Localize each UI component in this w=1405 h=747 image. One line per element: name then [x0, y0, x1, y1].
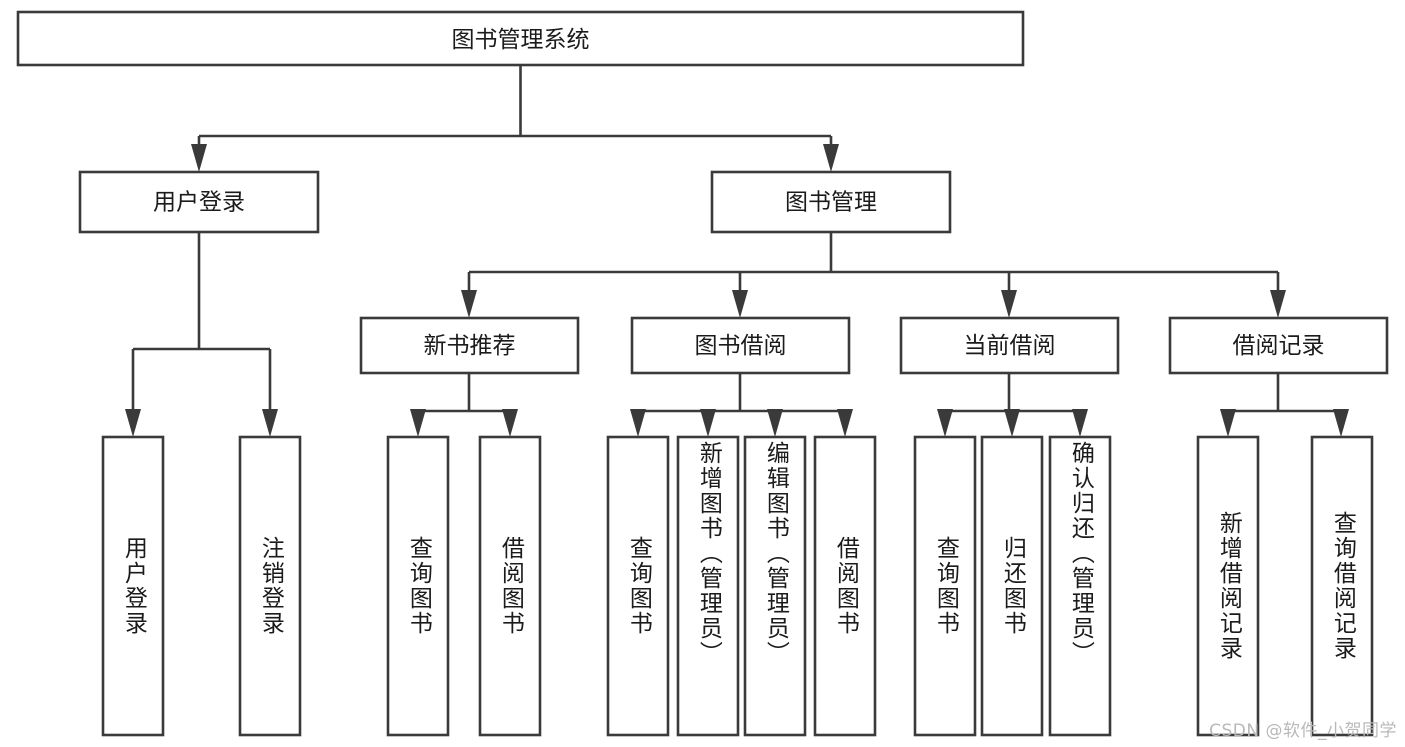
node-current-borrow-label: 当前借阅 [964, 333, 1056, 359]
arrow-to-confirm-return-admin [1072, 409, 1088, 437]
arrow-to-user-login-action [125, 409, 141, 437]
node-borrow-book-borrow-rect[interactable] [813, 435, 877, 737]
node-confirm-return-admin-rect[interactable] [1048, 435, 1112, 737]
arrow-to-book-management [823, 144, 839, 172]
connector-book-borrow-to-leaves [630, 373, 853, 437]
node-borrow-records[interactable]: 借阅记录 [1168, 316, 1389, 375]
node-query-book-recommend-rect[interactable] [386, 435, 450, 737]
arrow-to-user-login [191, 144, 207, 172]
node-add-book-admin-rect[interactable] [676, 435, 740, 737]
arrow-to-edit-book-admin [767, 409, 783, 437]
node-user-login-label: 用户登录 [153, 190, 245, 216]
connector-book-management-to-submodules [461, 232, 1286, 318]
node-edit-book-admin-rect[interactable] [743, 435, 807, 737]
arrow-to-query-book-borrow [630, 409, 646, 437]
arrow-to-book-borrow [732, 290, 748, 318]
node-query-book-borrow-rect[interactable] [606, 435, 670, 737]
arrow-to-query-book-current [937, 409, 953, 437]
node-add-borrow-record-rect[interactable] [1196, 435, 1260, 737]
node-current-borrow[interactable]: 当前借阅 [899, 316, 1120, 375]
arrow-to-query-borrow-record [1333, 409, 1349, 437]
node-book-borrow[interactable]: 图书借阅 [630, 316, 851, 375]
node-borrow-records-label: 借阅记录 [1233, 333, 1325, 359]
arrow-to-add-book-admin [700, 409, 716, 437]
node-new-book-recommend-rect[interactable] [359, 316, 580, 375]
arrow-to-borrow-book-recommend [502, 409, 518, 437]
node-root-label: 图书管理系统 [452, 27, 590, 53]
csdn-watermark: CSDN @软件_小贺同学 [1209, 721, 1397, 741]
node-new-book-recommend[interactable]: 新书推荐 [359, 316, 580, 375]
arrow-to-query-book-recommend [410, 409, 426, 437]
arrow-to-current-borrow [1001, 290, 1017, 318]
node-query-book-current-rect[interactable] [913, 435, 977, 737]
connector-current-borrow-to-leaves [937, 373, 1088, 437]
arrow-to-user-logout-action [262, 409, 278, 437]
node-user-login-rect[interactable] [78, 170, 320, 234]
arrow-to-add-borrow-record [1220, 409, 1236, 437]
node-book-borrow-label: 图书借阅 [695, 333, 787, 359]
node-user-logout-action-rect[interactable] [238, 435, 302, 737]
node-book-management[interactable]: 图书管理 [710, 170, 952, 234]
arrow-to-borrow-records [1270, 290, 1286, 318]
connector-borrow-records-to-leaves [1220, 373, 1349, 437]
arrow-to-return-book [1004, 409, 1020, 437]
arrow-to-new-book-recommend [461, 290, 477, 318]
node-user-login[interactable]: 用户登录 [78, 170, 320, 234]
node-borrow-book-recommend-rect[interactable] [478, 435, 542, 737]
connector-new-book-recommend-to-leaves [410, 373, 518, 437]
node-book-management-label: 图书管理 [785, 190, 877, 216]
node-root-rect[interactable] [16, 10, 1025, 67]
node-return-book-rect[interactable] [980, 435, 1044, 737]
node-new-book-recommend-label: 新书推荐 [424, 333, 516, 359]
node-root[interactable]: 图书管理系统 [16, 10, 1025, 67]
node-current-borrow-rect[interactable] [899, 316, 1120, 375]
connector-user-login-to-leaves [125, 232, 278, 437]
connector-root-to-modules [191, 65, 839, 172]
node-user-login-action-rect[interactable] [101, 435, 165, 737]
node-query-borrow-record-rect[interactable] [1310, 435, 1374, 737]
arrow-to-borrow-book-borrow [837, 409, 853, 437]
